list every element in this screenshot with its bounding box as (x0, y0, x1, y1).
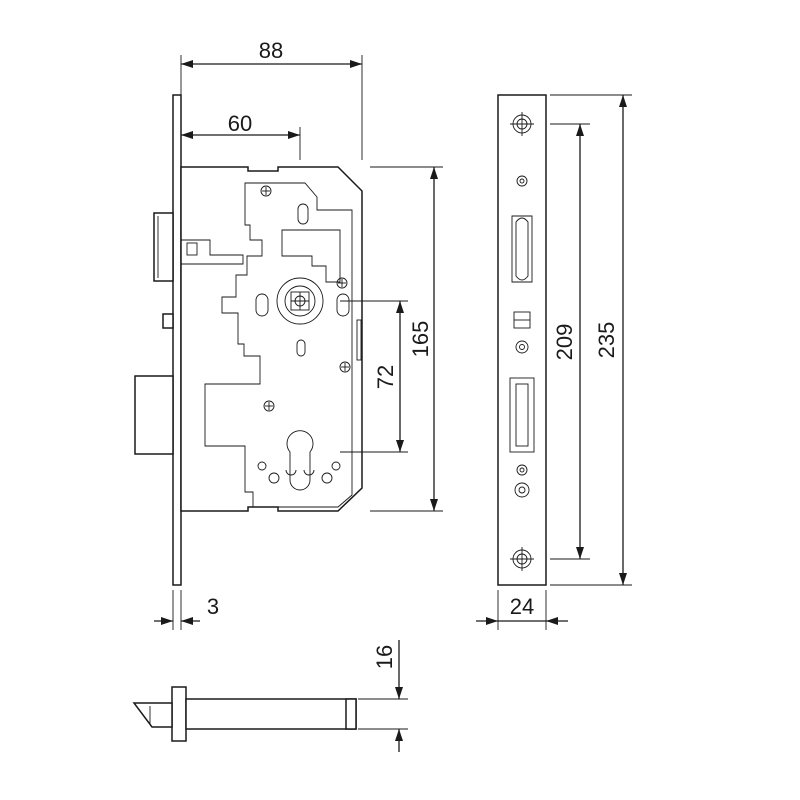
dim-label-16: 16 (372, 645, 397, 669)
hole-icon (257, 461, 267, 471)
hole-icon (516, 175, 528, 187)
screw-icon (339, 361, 351, 373)
spring-strip (356, 319, 362, 361)
dim-label-60: 60 (228, 111, 252, 136)
dim-label-72: 72 (373, 365, 398, 389)
screw-icon (336, 277, 348, 289)
hole-icon (516, 464, 528, 476)
hole-icon (331, 461, 341, 471)
hole-icon (268, 472, 280, 484)
dim-label-3: 3 (207, 594, 219, 619)
countersunk-screw-icon (510, 112, 534, 136)
slot-top (297, 203, 309, 225)
dim-label-235: 235 (594, 322, 619, 359)
dimension-209: 209 (550, 123, 590, 560)
dim-label-165: 165 (408, 321, 433, 358)
dimension-24: 24 (476, 590, 568, 630)
deadbolt (134, 375, 174, 455)
forend-plate (172, 94, 182, 586)
dim-label-88: 88 (259, 38, 283, 63)
countersunk-screw-icon (510, 547, 534, 571)
hole-icon (514, 482, 530, 498)
mechanism-plate (204, 182, 353, 508)
screw-icon (260, 185, 272, 197)
hole-icon (321, 472, 333, 484)
dimension-88: 88 (180, 38, 363, 160)
top-case (185, 698, 357, 730)
slot-left (255, 293, 269, 317)
dimension-3: 3 (154, 590, 219, 630)
slider-block (180, 239, 244, 265)
dimension-72: 72 (340, 300, 408, 453)
dim-label-209: 209 (552, 324, 577, 361)
screw-icon (263, 400, 275, 412)
dimension-235: 235 (550, 94, 632, 586)
lock-side-view (134, 94, 363, 586)
cylinder-cutout (286, 430, 314, 491)
top-forend (171, 686, 187, 742)
top-latch (132, 702, 173, 728)
latch-opening (511, 215, 533, 283)
latch-bolt (153, 212, 174, 282)
follower-inner (284, 285, 316, 317)
dimension-16: 16 (358, 640, 408, 752)
slot-mid (296, 339, 306, 357)
slot-right (336, 293, 350, 317)
deadbolt-opening (509, 377, 535, 453)
dimension-60: 60 (181, 111, 301, 160)
follower-outer (276, 277, 324, 325)
faceplate (497, 94, 547, 586)
faceplate-front-view (497, 94, 547, 586)
window-cutout (281, 229, 341, 283)
dim-label-24: 24 (510, 594, 534, 619)
lock-case (180, 166, 363, 512)
nib (162, 313, 174, 329)
dimension-165: 165 (370, 166, 443, 512)
hole-icon (515, 340, 529, 354)
lock-top-view (132, 686, 357, 742)
